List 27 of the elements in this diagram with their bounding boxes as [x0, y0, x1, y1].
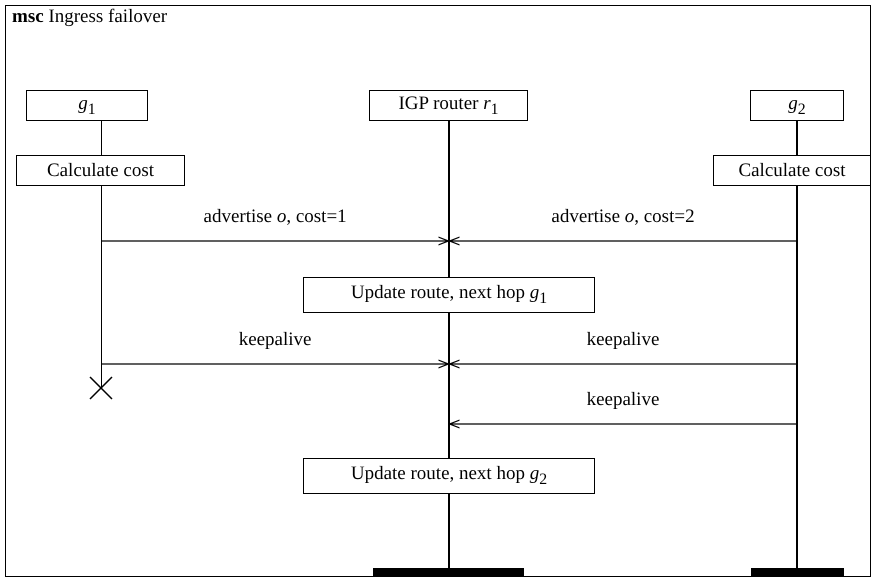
lifeline: [100, 186, 102, 388]
message-label: keepalive: [584, 390, 662, 411]
lifeline: [796, 121, 798, 155]
lifeline: [448, 121, 450, 277]
stop-cross-icon: [89, 376, 113, 400]
end-bar: [751, 568, 844, 577]
action-box: Calculate cost: [16, 155, 185, 186]
message-arrow: [449, 359, 796, 369]
lifeline: [448, 313, 450, 458]
instance-box: IGP router r$_{1}$: [369, 90, 528, 121]
lifeline: [100, 121, 102, 155]
message-arrow: [102, 236, 449, 246]
action-box: Update route, next hop g$_{2}$: [303, 458, 595, 494]
message-label: keepalive: [236, 330, 314, 351]
end-bar: [373, 568, 524, 577]
message-arrow: [102, 359, 449, 369]
diagram-title: msc Ingress failover: [12, 6, 168, 28]
instance-box: g$_{2}$: [750, 90, 844, 121]
message-label: advertise o, cost=2: [549, 207, 697, 228]
action-box: Calculate cost: [713, 155, 871, 186]
message-arrow: [449, 419, 796, 429]
message-arrow: [449, 236, 796, 246]
message-label: keepalive: [584, 330, 662, 351]
instance-box: g$_{1}$: [26, 90, 148, 121]
action-box: Update route, next hop g$_{1}$: [303, 277, 595, 313]
lifeline: [796, 186, 798, 568]
lifeline: [448, 494, 450, 568]
